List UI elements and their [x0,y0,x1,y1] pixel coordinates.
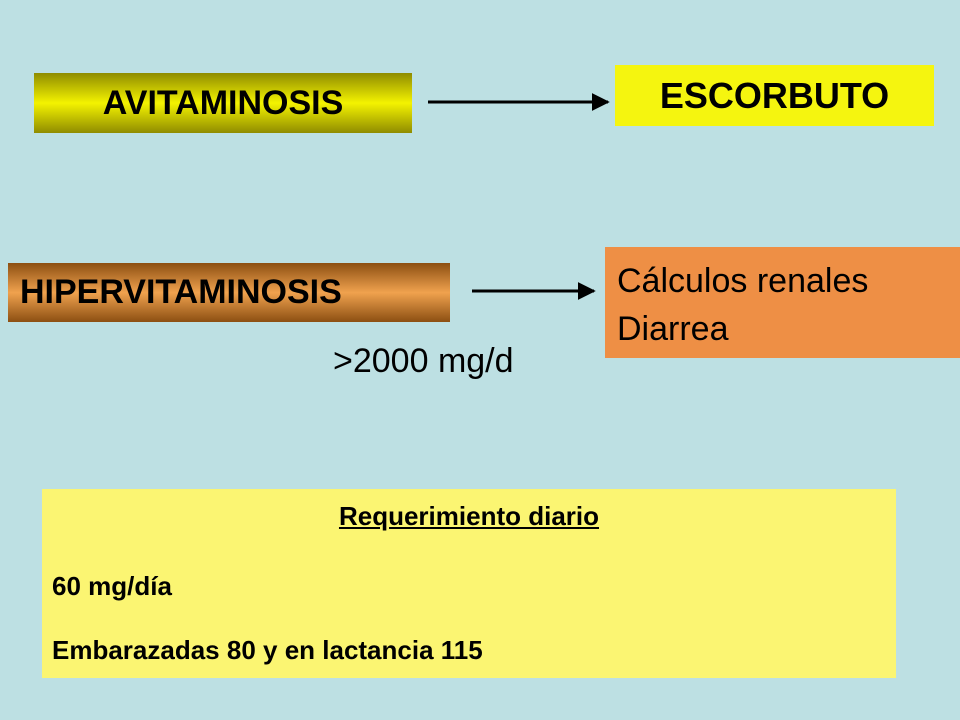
efectos-line-1: Cálculos renales [617,262,869,300]
hipervitaminosis-box: HIPERVITAMINOSIS [8,263,450,322]
hipervitaminosis-label: HIPERVITAMINOSIS [20,273,342,311]
efectos-line-2: Diarrea [617,310,729,348]
escorbuto-label: ESCORBUTO [659,74,890,116]
escorbuto-box: ESCORBUTO [615,65,934,126]
dosis-label: >2000 mg/d [333,342,514,380]
requerimiento-box: Requerimiento diario 60 mg/día Embarazad… [42,489,896,678]
requerimiento-title: Requerimiento diario [338,501,600,531]
efectos-box: Cálculos renales Diarrea [605,247,960,358]
avitaminosis-label: AVITAMINOSIS [102,83,344,122]
avitaminosis-box: AVITAMINOSIS [34,73,412,133]
requerimiento-line-1: 60 mg/día [52,571,172,601]
requerimiento-line-2: Embarazadas 80 y en lactancia 115 [52,635,483,665]
